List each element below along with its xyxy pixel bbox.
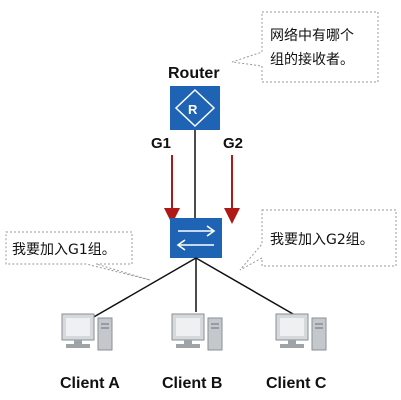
svg-text:R: R — [188, 102, 198, 117]
switch-icon — [170, 218, 222, 258]
client-a-label: Client A — [60, 375, 120, 392]
client-c-label: Client C — [266, 375, 327, 392]
router-icon: R — [170, 86, 220, 130]
right-bubble-text: 我要加入G2组。 — [270, 232, 374, 248]
group-g2-label: G2 — [223, 135, 243, 152]
client-b-label: Client B — [162, 375, 222, 392]
router-label: Router — [168, 65, 220, 82]
client-a-computer-icon — [61, 313, 113, 351]
right-join-bubble: 我要加入G2组。 — [239, 209, 397, 271]
router-query-bubble: 网络中有哪个 组的接收者。 — [231, 11, 379, 83]
client-c-computer-icon — [275, 313, 327, 351]
client-links — [91, 257, 301, 319]
group-g1-label: G1 — [151, 135, 171, 152]
left-join-bubble: 我要加入G1组。 — [5, 231, 151, 281]
client-b-computer-icon — [171, 313, 223, 351]
left-bubble-text: 我要加入G1组。 — [12, 242, 116, 258]
router-bubble-line-2: 组的接收者。 — [270, 51, 354, 68]
router-bubble-line-1: 网络中有哪个 — [270, 28, 354, 44]
